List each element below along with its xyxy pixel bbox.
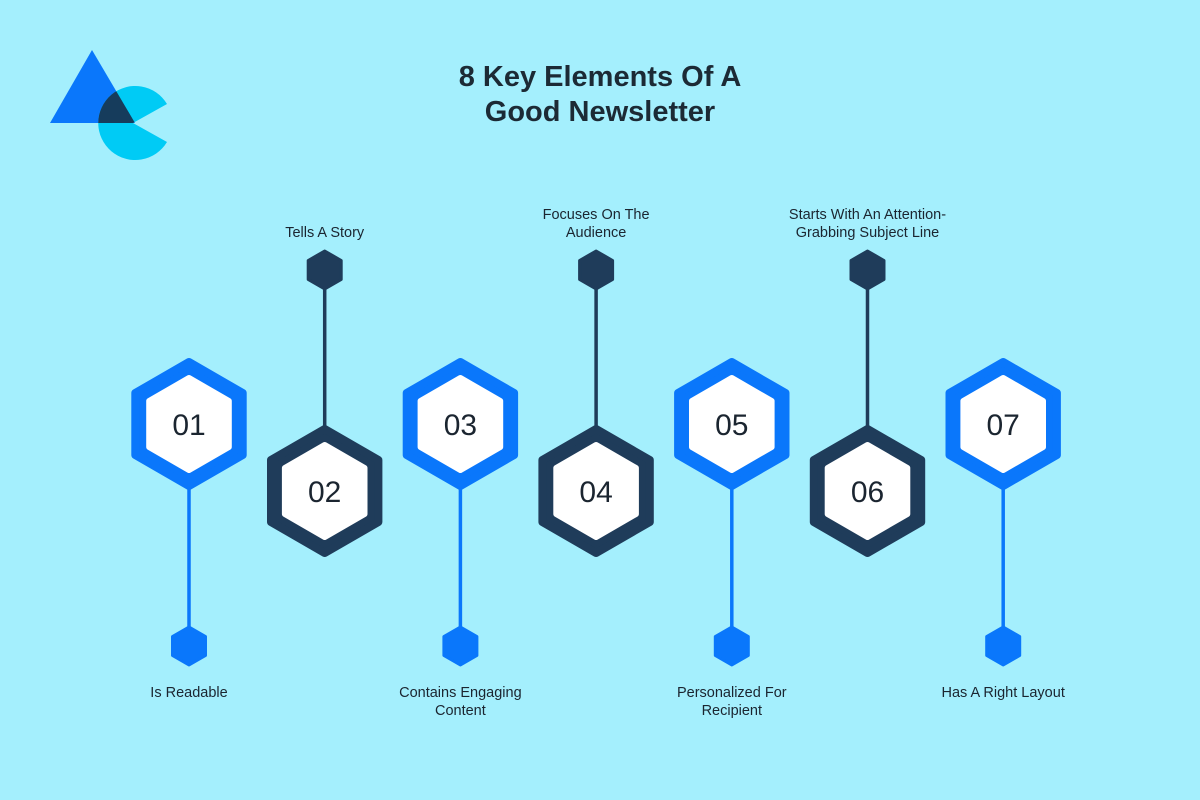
step-number: 01 xyxy=(172,409,205,442)
hexagon-inner xyxy=(553,442,639,540)
hexagon-inner xyxy=(824,442,911,540)
hexagon-inner xyxy=(417,375,504,473)
step-number: 07 xyxy=(987,409,1020,442)
title-line-2: Good Newsletter xyxy=(484,96,716,128)
hexagon-inner xyxy=(960,375,1046,473)
step-label: Personalized For Recipient xyxy=(676,685,787,719)
step-label: Is Readable xyxy=(150,685,228,701)
small-hexagon-icon xyxy=(306,249,343,291)
small-hexagon-icon xyxy=(442,625,479,667)
small-hexagon-icon xyxy=(171,625,207,667)
step-label: Starts With An Attention-Grabbing Subjec… xyxy=(788,207,947,241)
step-label: Has A Right Layout xyxy=(941,685,1065,701)
page-title: 8 Key Elements Of A Good Newsletter xyxy=(0,60,1200,130)
logo-icon xyxy=(50,50,167,161)
title-line-1: 8 Key Elements Of A xyxy=(458,61,742,93)
small-hexagon-icon xyxy=(985,625,1022,667)
hexagon-inner xyxy=(689,375,775,473)
step-number: 03 xyxy=(444,409,477,442)
step-label: Contains Engaging Content xyxy=(399,685,522,719)
step-label: Focuses On The Audience xyxy=(542,207,650,241)
step-number: 05 xyxy=(715,409,748,442)
step-label: Tells A Story xyxy=(285,225,365,241)
step-number: 02 xyxy=(308,476,341,509)
step-number: 04 xyxy=(579,476,612,509)
small-hexagon-icon xyxy=(713,625,750,667)
small-hexagon-icon xyxy=(849,249,886,291)
small-hexagon-icon xyxy=(578,249,615,291)
hexagon-inner xyxy=(146,375,232,473)
step-number: 06 xyxy=(851,476,884,509)
hexagon-inner xyxy=(281,442,368,540)
logo-overlap xyxy=(98,86,135,123)
